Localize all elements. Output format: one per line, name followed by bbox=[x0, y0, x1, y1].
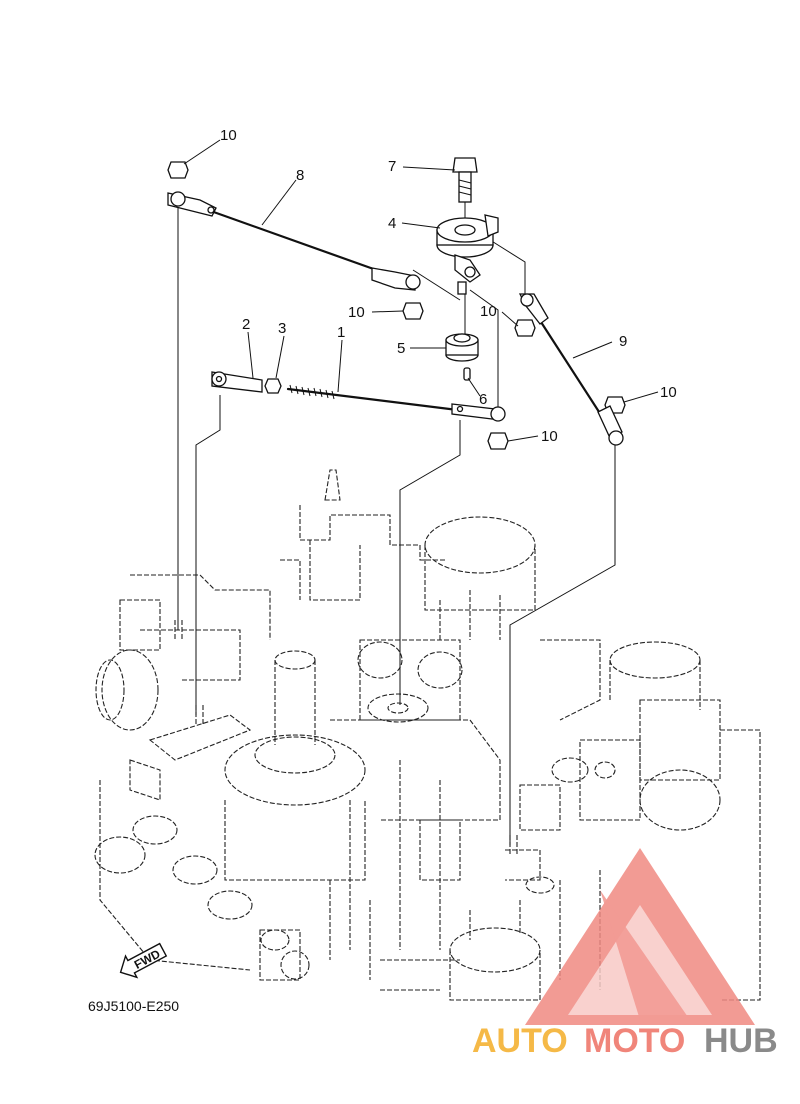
callout-2: 2 bbox=[242, 316, 250, 333]
collar-5 bbox=[445, 333, 479, 362]
pin-6 bbox=[463, 367, 471, 381]
nut-3 bbox=[264, 378, 282, 394]
callout-6: 6 bbox=[479, 391, 487, 408]
engine-block-outline bbox=[94, 469, 761, 1001]
callout-10-lower: 10 bbox=[541, 428, 558, 445]
callout-10-top-left: 10 bbox=[220, 127, 237, 144]
rod-9 bbox=[518, 293, 624, 446]
callout-leaders bbox=[183, 139, 659, 442]
fwd-arrow-icon: FWD bbox=[119, 942, 168, 979]
callout-4: 4 bbox=[388, 215, 396, 232]
callout-3: 3 bbox=[278, 320, 286, 337]
callout-numbers: 10 8 7 4 10 10 5 9 10 6 2 3 1 10 bbox=[220, 127, 677, 445]
watermark-wordmark: AUTO MOTO HUB bbox=[472, 1022, 778, 1060]
nut-10-right bbox=[514, 319, 536, 337]
lever-4 bbox=[436, 214, 499, 295]
nut-10-top-left bbox=[167, 161, 189, 179]
watermark-triangle-icon bbox=[525, 848, 755, 1025]
rod-end-2 bbox=[211, 371, 263, 393]
callout-10-right: 10 bbox=[480, 303, 497, 320]
nut-10-middle bbox=[402, 302, 424, 320]
callout-1: 1 bbox=[337, 324, 345, 341]
callout-5: 5 bbox=[397, 340, 405, 357]
rod-8 bbox=[167, 191, 421, 291]
watermark-moto: MOTO bbox=[584, 1022, 685, 1060]
assembly-leader-lines bbox=[177, 185, 616, 845]
callout-7: 7 bbox=[388, 158, 396, 175]
bolt-7 bbox=[452, 157, 478, 203]
watermark-auto: AUTO bbox=[472, 1022, 568, 1060]
nut-10-lower bbox=[487, 432, 509, 450]
callout-9: 9 bbox=[619, 333, 627, 350]
callout-10-middle: 10 bbox=[348, 304, 365, 321]
callout-10-far-right: 10 bbox=[660, 384, 677, 401]
rod-1 bbox=[286, 384, 506, 422]
callout-8: 8 bbox=[296, 167, 304, 184]
watermark-hub: HUB bbox=[704, 1022, 778, 1060]
diagram-code: 69J5100-E250 bbox=[88, 998, 179, 1014]
